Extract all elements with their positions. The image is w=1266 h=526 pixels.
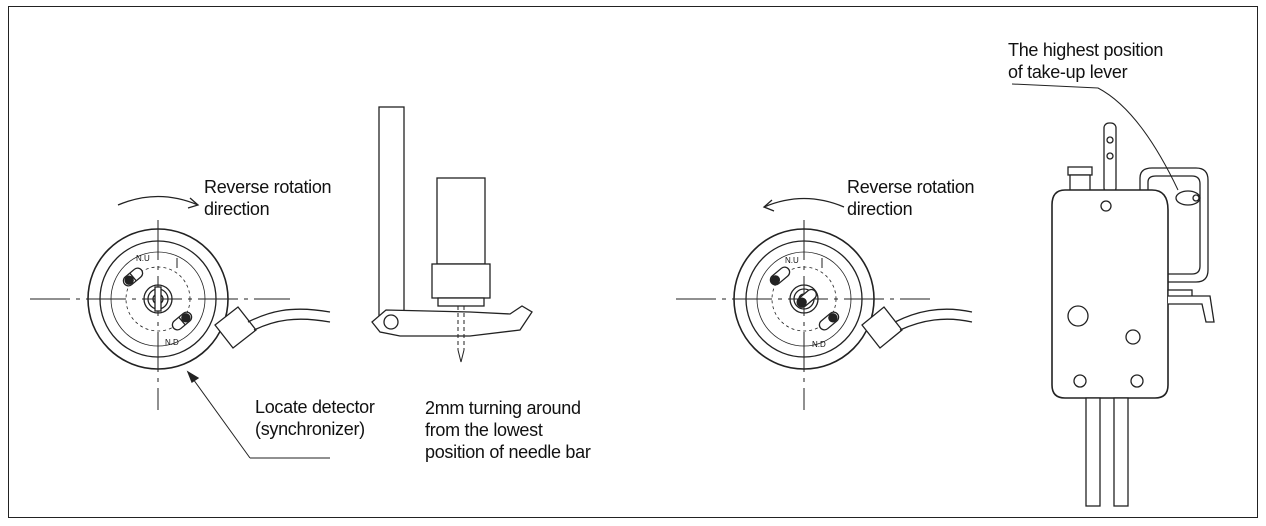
takeup-lever-label: The highest position of take-up lever — [1008, 40, 1164, 82]
needle-tip-icon — [457, 349, 465, 363]
right-synchronizer — [676, 197, 973, 410]
machine-head — [1011, 83, 1215, 507]
nu-marker-right: N.U — [785, 256, 799, 265]
needle-bar-assembly — [371, 106, 533, 363]
figure-frame — [8, 6, 1258, 518]
rotation-arrow-icon — [117, 195, 199, 206]
reverse-rotation-label-left: Reverse rotation direction — [204, 177, 332, 219]
locate-detector-label: Locate detector (synchronizer) — [255, 397, 375, 439]
reverse-rotation-label-right: Reverse rotation direction — [847, 177, 975, 219]
left-synchronizer — [30, 195, 331, 459]
nu-marker-left: N.U — [136, 254, 150, 263]
needle-turn-label: 2mm turning around from the lowest posit… — [425, 398, 591, 462]
nd-marker-right: N.D — [812, 340, 826, 349]
nd-marker-left: N.D — [165, 338, 179, 347]
rotation-arrow-icon — [763, 197, 845, 208]
